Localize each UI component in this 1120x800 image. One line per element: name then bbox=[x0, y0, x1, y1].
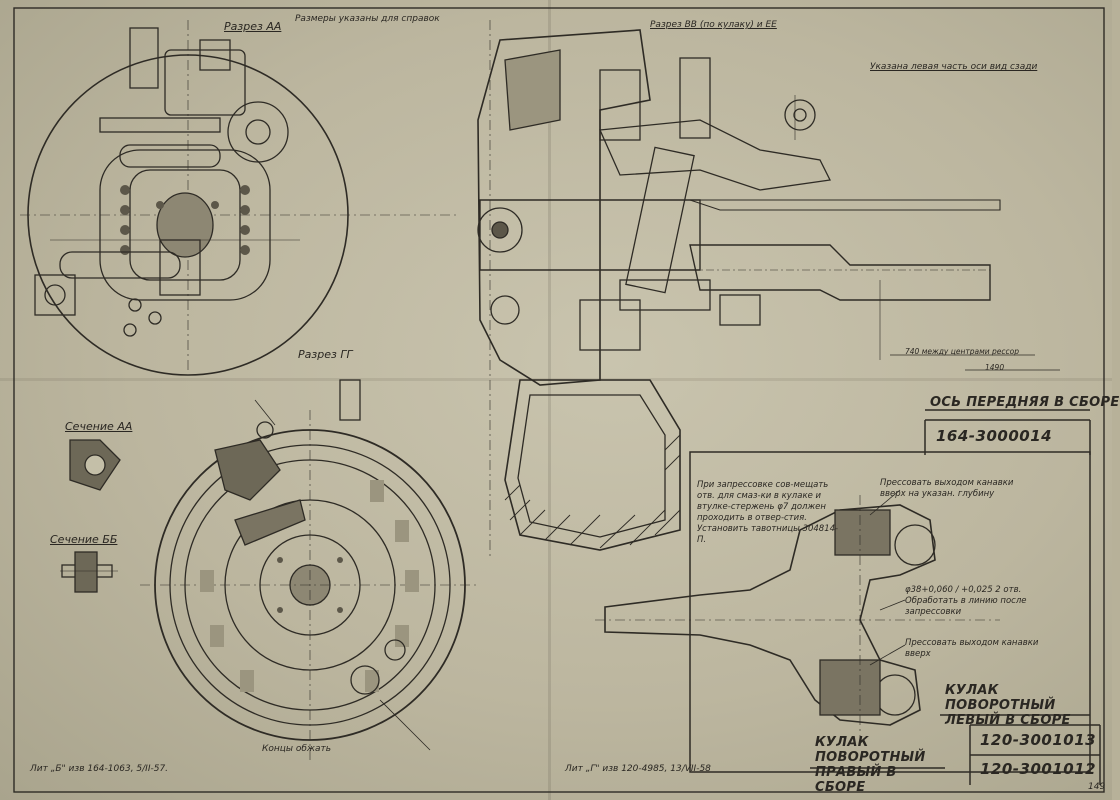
right-knuckle-title: КУЛАК ПОВОРОТНЫЙ ПРАВЫЙ В СБОРЕ bbox=[815, 735, 926, 795]
revision-ref-left: Лит „Б" изв 164-1063, 5/II-57. bbox=[30, 764, 169, 774]
left-knuckle-title: КУЛАК ПОВОРОТНЫЙ ЛЕВЫЙ В СБОРЕ bbox=[945, 683, 1071, 728]
section-aa-title: Разрез АА bbox=[224, 20, 282, 33]
brake-drum-view bbox=[140, 379, 480, 760]
axle-assembly-title: ОСЬ ПЕРЕДНЯЯ В СБОРЕ bbox=[930, 395, 1120, 410]
dimension-1490: 1490 bbox=[985, 363, 1005, 372]
sheet-border bbox=[13, 7, 1105, 793]
section-gg-title: Разрез ГГ bbox=[298, 348, 353, 361]
press-fit-note: При запрессовке сов-мещать отв. для смаз… bbox=[697, 480, 839, 545]
hub-assembly-view bbox=[20, 20, 460, 376]
sizes-note: Размеры указаны для справок bbox=[295, 14, 440, 24]
ends-bend-note: Концы обжать bbox=[262, 744, 332, 754]
revision-ref-right: Лит „Г" изв 120-4985, 13/VII-58 bbox=[565, 764, 711, 774]
press-groove-bottom-note: Прессовать выходом канавки вверх bbox=[905, 638, 1039, 659]
bore-machining-note: φ38+0,060 / +0,025 2 отв. Обработать в л… bbox=[905, 585, 1027, 617]
page-number: 149 bbox=[1088, 782, 1106, 792]
left-knuckle-code: 120-3001013 bbox=[980, 731, 1097, 749]
axle-section-view bbox=[477, 20, 1060, 560]
cross-section-aa-label: Сечение АА bbox=[65, 420, 133, 433]
cross-section-aa-figure bbox=[69, 439, 121, 491]
steering-knuckle-view bbox=[595, 451, 1091, 773]
axle-assembly-code: 164-3000014 bbox=[936, 427, 1053, 445]
title-block-lines bbox=[810, 409, 1101, 785]
press-groove-top-note: Прессовать выходом канавки вверх на указ… bbox=[880, 478, 1014, 499]
cross-section-bb-figure bbox=[60, 551, 118, 593]
fold-line-vertical bbox=[548, 0, 551, 800]
right-knuckle-code: 120-3001012 bbox=[980, 760, 1097, 778]
left-axis-note: Указана левая часть оси вид сзади bbox=[870, 62, 1038, 72]
dimension-740: 740 между центрами рессор bbox=[905, 347, 1019, 356]
section-vv-title: Разрез ВВ (по кулаку) и ЕЕ bbox=[650, 20, 777, 30]
cross-section-bb-label: Сечение ББ bbox=[50, 533, 118, 546]
